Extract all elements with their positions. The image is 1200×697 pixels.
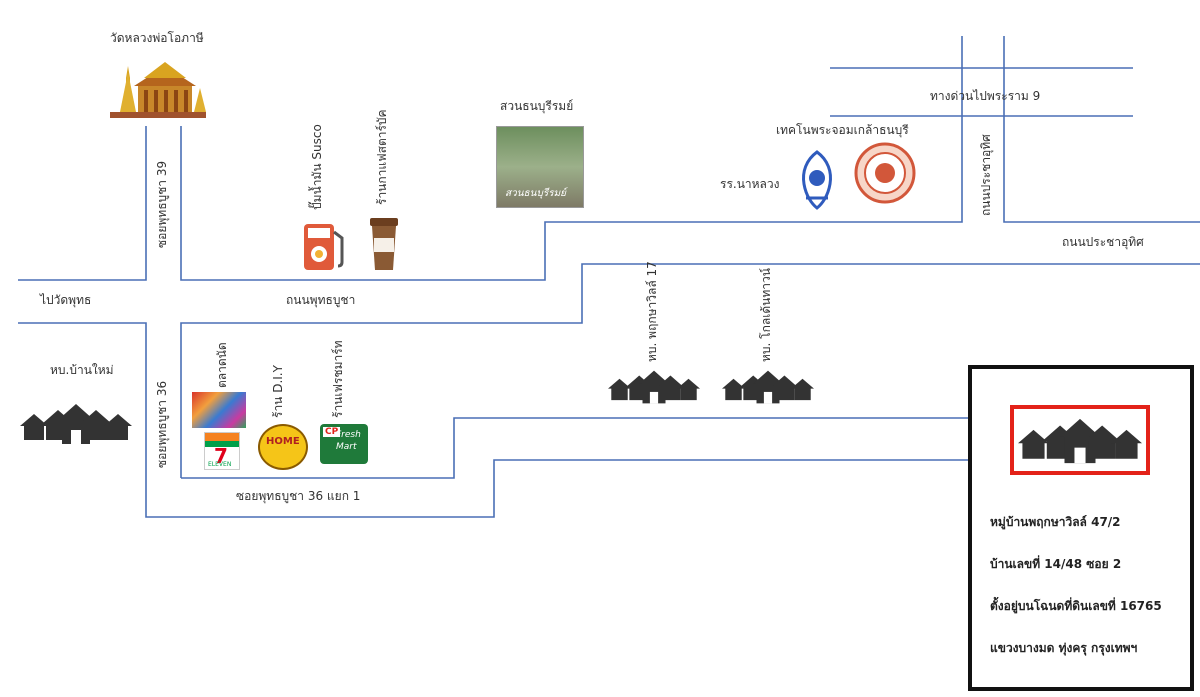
road-label-pracha-uthit: ถนนประชาอุทิศ (1062, 235, 1144, 249)
fresh-market-label: ตลาดนัด (215, 342, 229, 388)
info-village-name: หมู่บ้านพฤกษาวิลล์ 47/2 (990, 515, 1121, 529)
info-district: แขวงบางมด ทุ่งครุ กรุงเทพฯ (990, 641, 1138, 655)
coffee-shop-label: ร้านกาแฟสตาร์บัค (375, 109, 389, 205)
seven-eleven-logo: 7 ELEVEN (204, 432, 240, 470)
homepro-text: HOME (266, 436, 300, 447)
houses-banmai-icon (20, 404, 132, 444)
gas-station-label: ปั๊มน้ำมัน Susco (310, 124, 324, 210)
village-pruksa17-label: หบ. พฤกษาวิลล์ 17 (645, 261, 659, 362)
road-inner-block (180, 263, 1200, 478)
cp-brand: CP (323, 427, 341, 437)
property-info-box: หมู่บ้านพฤกษาวิลล์ 47/2 บ้านเลขที่ 14/48… (968, 365, 1194, 691)
road-label-expressway: ทางด่วนไปพระราม 9 (930, 89, 1041, 103)
seven-eleven-text: ELEVEN (208, 461, 232, 468)
school-emblem-icon (802, 150, 832, 210)
road-label-to-wat-phut: ไปวัดพุทธ (40, 293, 92, 307)
road-phutthabucha-lower (18, 322, 978, 518)
cp-line1: Fresh (336, 430, 361, 440)
gas-pump-icon (304, 224, 344, 270)
fresh-mart-label: ร้านเฟรชมาร์ท (331, 340, 345, 418)
village-golden-label: หบ. โกลเด้นทาวน์ (759, 268, 773, 362)
property-houses-icon (1018, 418, 1142, 464)
houses-golden-icon (722, 370, 814, 404)
road-label-phutthabucha: ถนนพุทธบูชา (286, 293, 356, 307)
road-label-soi39: ซอยพุทธบูชา 39 (155, 160, 169, 248)
road-label-soi36-1: ซอยพุทธบูชา 36 แยก 1 (236, 489, 361, 503)
road-label-soi36: ซอยพุทธบูชา 36 (155, 380, 169, 468)
university-seal-icon (854, 142, 916, 204)
park-sign: สวนธนบุรีรมย์ (505, 188, 567, 199)
coffee-cup-icon (370, 218, 398, 270)
road-pracha-uthit-right (1003, 36, 1200, 223)
temple-label: วัดหลวงพ่อโอภาษี (110, 31, 204, 45)
road-soi36-1 (181, 417, 978, 479)
park-photo: สวนธนบุรีรมย์ (496, 126, 584, 208)
road-soi39-right (180, 36, 963, 281)
diy-store-label: ร้าน D.I.Y (271, 365, 285, 418)
market-photo (192, 392, 246, 428)
school-label: รร.นาหลวง (720, 177, 780, 191)
road-soi39-left (18, 126, 147, 281)
homepro-logo: HOME (258, 424, 308, 470)
info-house-number: บ้านเลขที่ 14/48 ซอย 2 (990, 557, 1122, 571)
village-banmai-label: หบ.บ้านใหม่ (50, 363, 114, 377)
tech-univ-label: เทคโนพระจอมเกล้าธนบุรี (776, 123, 909, 137)
cp-line2: Mart (336, 442, 357, 452)
cp-freshmart-logo: CP Fresh Mart (320, 424, 368, 464)
property-highlight-frame (1010, 405, 1150, 475)
seven-eleven-number: 7 (214, 444, 228, 468)
info-deed-number: ตั้งอยู่บนโฉนดที่ดินเลขที่ 16765 (990, 599, 1162, 613)
park-label: สวนธนบุรีรมย์ (500, 99, 574, 113)
road-label-pracha-uthit-vertical: ถนนประชาอุทิศ (979, 134, 993, 216)
houses-pruksa17-icon (608, 370, 700, 404)
temple-icon (110, 62, 206, 118)
